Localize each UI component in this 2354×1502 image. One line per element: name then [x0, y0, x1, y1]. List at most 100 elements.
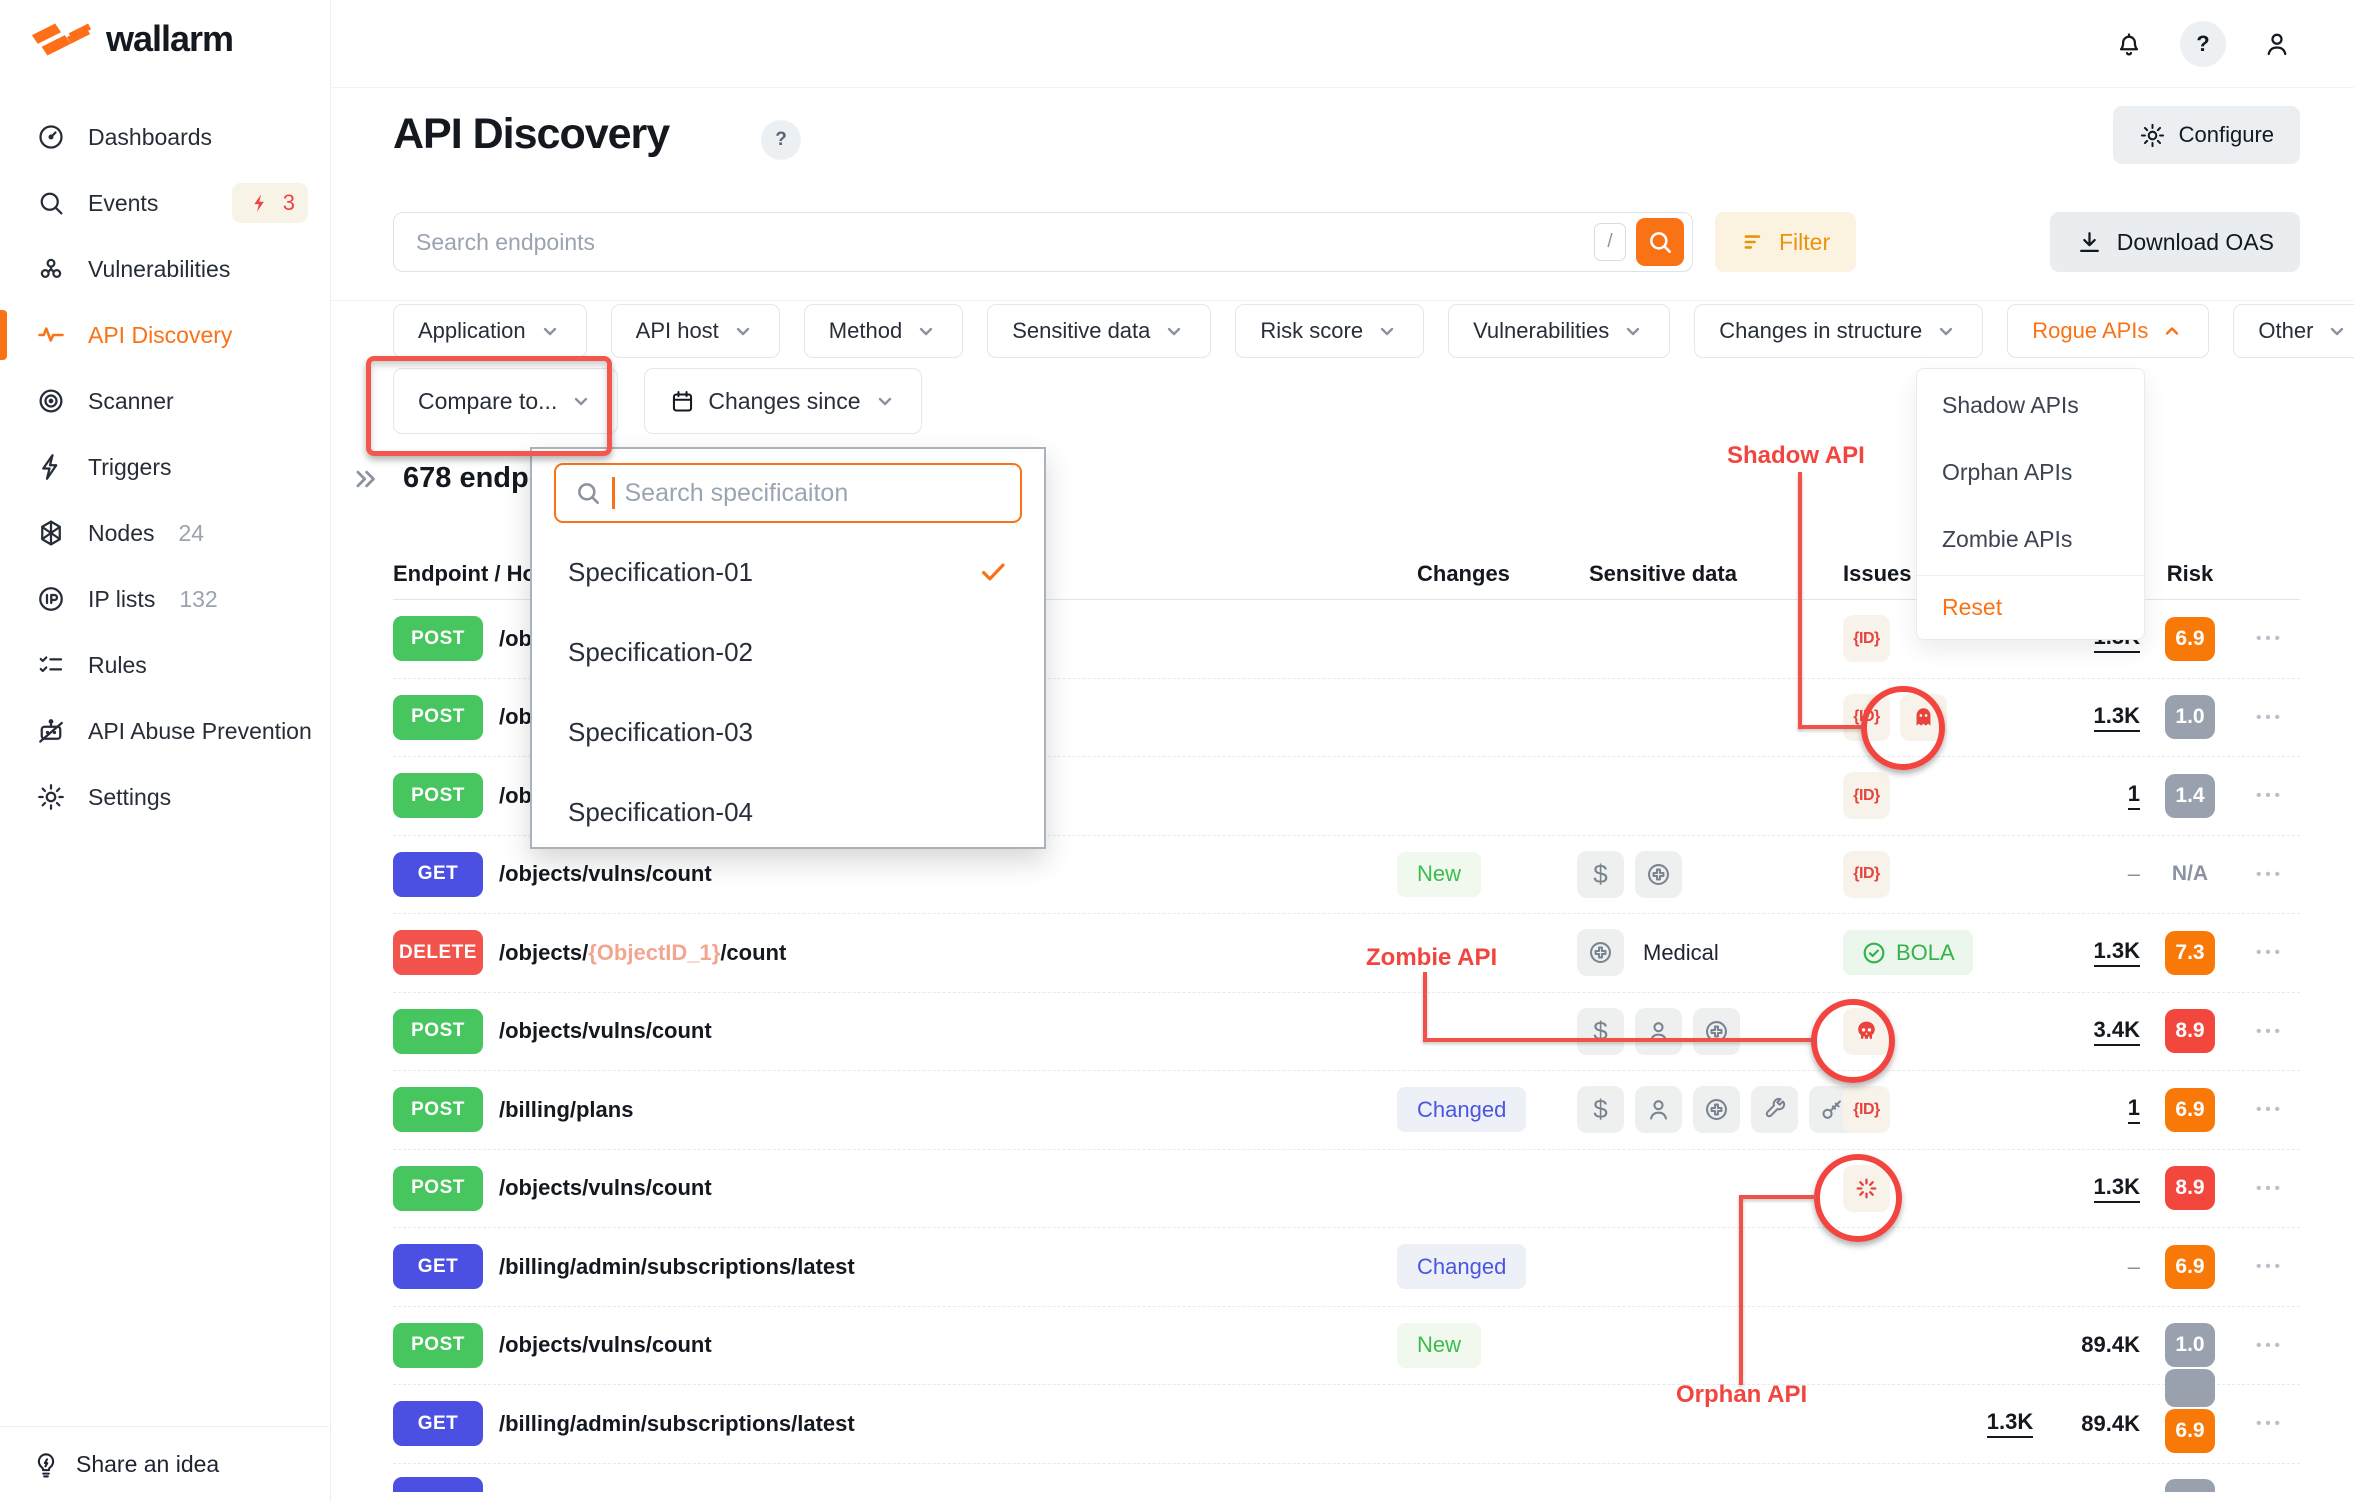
- filter-chip-application[interactable]: Application: [393, 304, 587, 358]
- search-button[interactable]: [1636, 218, 1684, 266]
- risk-badge: 1.0: [2165, 1323, 2215, 1368]
- filter-chip-rogue-apis[interactable]: Rogue APIs: [2007, 304, 2210, 358]
- compare-to-chip[interactable]: Compare to...: [393, 368, 619, 434]
- sidebar-item-triggers[interactable]: Triggers: [0, 434, 330, 500]
- search-endpoints-input[interactable]: [416, 228, 1594, 256]
- issues-cell: BOLA: [1843, 930, 1973, 976]
- sidebar-item-rules[interactable]: Rules: [0, 632, 330, 698]
- ghost-icon: [1900, 693, 1947, 741]
- spec-item-specification-01[interactable]: Specification-01: [532, 537, 1044, 607]
- skull-icon: [1843, 1007, 1890, 1055]
- sidebar-item-ip-lists[interactable]: IP lists 132: [0, 566, 330, 632]
- row-actions-menu[interactable]: •••: [2256, 1415, 2284, 1433]
- medical-icon: [1693, 1086, 1740, 1134]
- filter-chip-api-host[interactable]: API host: [610, 304, 780, 358]
- risk-badge: 6.9: [2165, 1408, 2215, 1453]
- row-actions-menu[interactable]: •••: [2256, 630, 2284, 648]
- sidebar-item-vulnerabilities[interactable]: Vulnerabilities: [0, 236, 330, 302]
- hits-link[interactable]: 1: [2127, 781, 2140, 811]
- row-actions-menu[interactable]: •••: [2256, 1336, 2284, 1354]
- table-row-partial: [393, 1464, 2300, 1492]
- search-icon: [574, 479, 602, 507]
- spec-item-specification-02[interactable]: Specification-02: [568, 636, 753, 667]
- configure-button[interactable]: Configure: [2112, 106, 2300, 164]
- changes-since-chip[interactable]: Changes since: [644, 368, 922, 434]
- help-icon[interactable]: ?: [2180, 21, 2226, 67]
- hits-link[interactable]: 1.3K: [2093, 1174, 2140, 1203]
- filter-chip-vulnerabilities[interactable]: Vulnerabilities: [1448, 304, 1671, 358]
- row-actions-menu[interactable]: •••: [2256, 1258, 2284, 1276]
- filter-chip-method[interactable]: Method: [803, 304, 964, 358]
- download-icon: [2076, 229, 2103, 256]
- events-attack-badge: 3: [231, 183, 308, 223]
- dollar-icon: $: [1577, 1007, 1624, 1055]
- slash-shortcut-key: /: [1594, 223, 1626, 261]
- scanner-icon: [36, 386, 66, 416]
- rogue-apis-reset-button[interactable]: Reset: [1942, 593, 2003, 620]
- chev-down: [1621, 319, 1645, 343]
- collapse-panel-icon[interactable]: [351, 464, 381, 494]
- chev-up: [2160, 319, 2184, 343]
- issues-cell: {ID}: [1843, 693, 1947, 741]
- sidebar-item-events[interactable]: Events 3: [0, 170, 330, 236]
- sidebar-item-scanner[interactable]: Scanner: [0, 368, 330, 434]
- filter-icon: [1741, 229, 1767, 255]
- endpoint-path: /ob: [499, 704, 532, 730]
- rogue-menu-item-zombie-apis[interactable]: Zombie APIs: [1942, 525, 2073, 552]
- filter-button[interactable]: Filter: [1715, 212, 1857, 272]
- hits-link[interactable]: 1: [2127, 1095, 2140, 1125]
- sidebar-item-label: Events: [88, 189, 159, 216]
- hits-link[interactable]: 1.3K: [2093, 938, 2140, 968]
- requests-count: 89.4K: [2081, 1410, 2140, 1436]
- chev-down: [1934, 319, 1958, 343]
- rogue-menu-item-orphan-apis[interactable]: Orphan APIs: [1942, 458, 2073, 485]
- table-row[interactable]: POST/ob{ID}1.3K6.9•••: [393, 600, 2300, 679]
- filter-chip-risk-score[interactable]: Risk score: [1235, 304, 1425, 358]
- sidebar-item-api-discovery[interactable]: API Discovery: [0, 302, 330, 368]
- share-an-idea-button[interactable]: Share an idea: [0, 1426, 329, 1502]
- row-actions-menu[interactable]: •••: [2256, 1022, 2284, 1040]
- sidebar-item-label: IP lists: [88, 585, 156, 612]
- spec-item-specification-04[interactable]: Specification-04: [568, 796, 753, 827]
- bell-icon[interactable]: [2106, 21, 2152, 67]
- filter-chip-other[interactable]: Other: [2233, 304, 2354, 358]
- row-actions-menu[interactable]: •••: [2256, 1101, 2284, 1119]
- page-title-help-icon[interactable]: ?: [761, 120, 801, 160]
- sidebar-item-settings[interactable]: Settings: [0, 764, 330, 830]
- dashboards-icon: [36, 122, 66, 152]
- hits-link[interactable]: 3.4K: [2093, 1017, 2140, 1046]
- search-specification-input[interactable]: Search specificaiton: [554, 463, 1022, 523]
- spec-item-specification-03[interactable]: Specification-03: [568, 716, 753, 747]
- sidebar-item-dashboards[interactable]: Dashboards: [0, 104, 330, 170]
- filter-chip-sensitive-data[interactable]: Sensitive data: [987, 304, 1212, 358]
- text-cursor: [612, 477, 615, 509]
- user-icon[interactable]: [2254, 21, 2300, 67]
- hits-link[interactable]: 1.3K: [2093, 703, 2140, 732]
- risk-badge-partial: [2165, 1478, 2215, 1492]
- row-actions-menu[interactable]: •••: [2256, 865, 2284, 883]
- sidebar-item-label: API Abuse Prevention: [88, 717, 312, 744]
- hits-link[interactable]: 1.3K: [1986, 1409, 2034, 1439]
- row-actions-menu[interactable]: •••: [2256, 944, 2284, 962]
- risk-badge: 1.0: [2165, 695, 2215, 740]
- sidebar-item-api-abuse-prevention[interactable]: API Abuse Prevention: [0, 698, 330, 764]
- sidebar-item-count: 132: [179, 585, 218, 612]
- divider: [331, 300, 2354, 301]
- filter-chip-changes-in-structure[interactable]: Changes in structure: [1694, 304, 1984, 358]
- row-actions-menu[interactable]: •••: [2256, 787, 2284, 805]
- row-actions-menu[interactable]: •••: [2256, 708, 2284, 726]
- row-actions-menu[interactable]: •••: [2256, 1179, 2284, 1197]
- vulnerabilities-icon: [36, 254, 66, 284]
- download-oas-button[interactable]: Download OAS: [2049, 212, 2300, 272]
- rogue-menu-item-shadow-apis[interactable]: Shadow APIs: [1942, 391, 2079, 418]
